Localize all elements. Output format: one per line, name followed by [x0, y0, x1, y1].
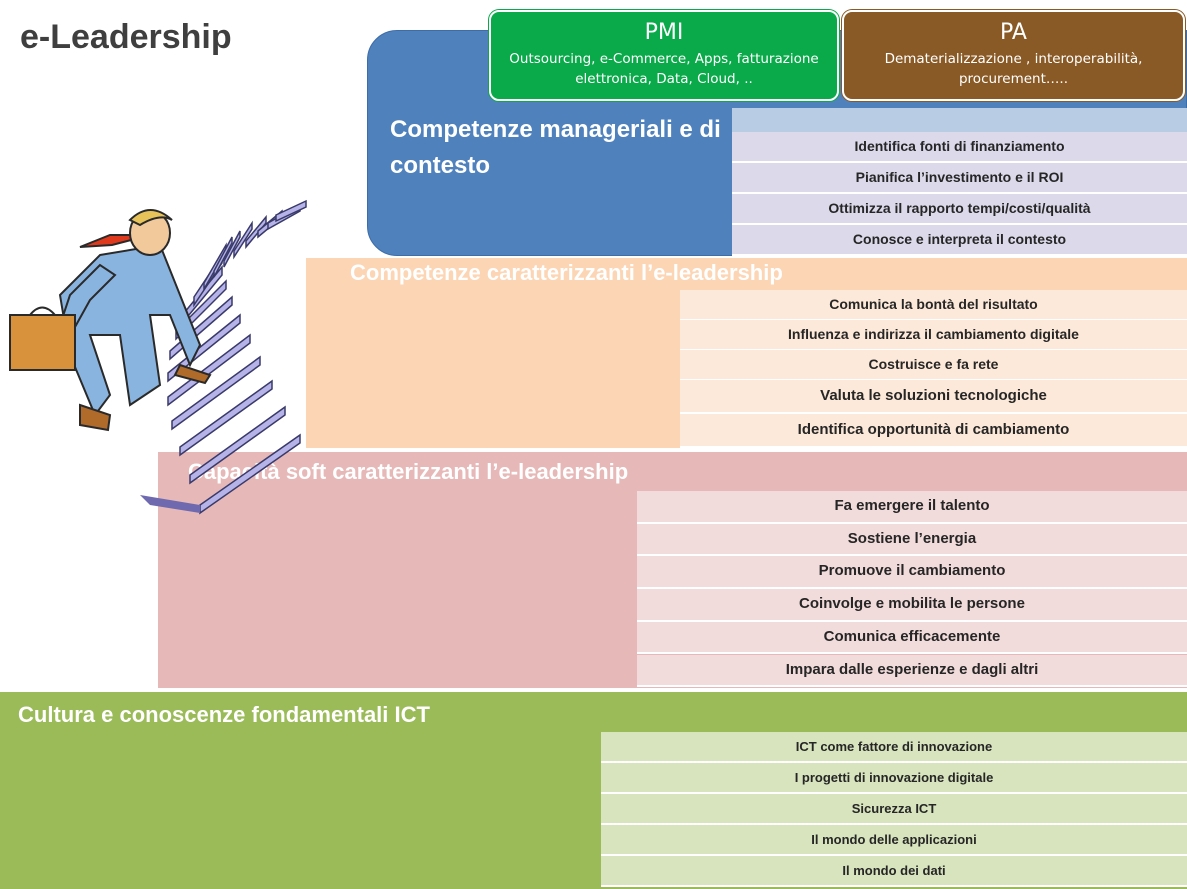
managerial-item: Pianifica l’investimento e il ROI: [732, 163, 1187, 194]
managerial-item: Identifica fonti di finanziamento: [732, 132, 1187, 163]
businessman-icon: [9, 209, 212, 432]
ict-item: I progetti di innovazione digitale: [601, 763, 1187, 794]
characterizing-title: Competenze caratterizzanti l’e-leadershi…: [350, 260, 783, 285]
ict-item: ICT come fattore di innovazione: [601, 732, 1187, 763]
characterizing-item: Comunica la bontà del risultato: [680, 290, 1187, 321]
managerial-item: Conosce e interpreta il contesto: [732, 225, 1187, 256]
soft-item: Sostiene l’energia: [637, 523, 1187, 557]
ict-item: Sicurezza ICT: [601, 794, 1187, 825]
managerial-title: Competenze manageriali e di contesto: [390, 116, 721, 179]
pa-heading: PA: [1000, 20, 1027, 45]
ict-item: Il mondo delle applicazioni: [601, 825, 1187, 856]
soft-item: Promuove il cambiamento: [637, 556, 1187, 590]
characterizing-item: Costruisce e fa rete: [680, 350, 1187, 381]
soft-item: Comunica efficacemente: [637, 621, 1187, 655]
pa-text: Dematerializzazione , interoperabilità, …: [884, 51, 1143, 87]
pa-box: PA Dematerializzazione , interoperabilit…: [842, 10, 1185, 101]
ict-item: Il mondo dei dati: [601, 856, 1187, 887]
ict-title: Cultura e conoscenze fondamentali ICT: [18, 702, 430, 727]
characterizing-item: Influenza e indirizza il cambiamento dig…: [680, 320, 1187, 351]
characterizing-item: Valuta le soluzioni tecnologiche: [680, 380, 1187, 414]
page-title: e-Leadership: [20, 18, 232, 56]
pmi-box: PMI Outsourcing, e-Commerce, Apps, fattu…: [489, 10, 839, 101]
soft-item: Coinvolge e mobilita le persone: [637, 589, 1187, 622]
managerial-item: Ottimizza il rapporto tempi/costi/qualit…: [732, 194, 1187, 225]
pmi-text: Outsourcing, e-Commerce, Apps, fatturazi…: [509, 51, 819, 87]
soft-item: Impara dalle esperienze e dagli altri: [637, 654, 1187, 688]
businessman-climbing-stairs-icon: [9, 199, 307, 515]
characterizing-item: Identifica opportunità di cambiamento: [680, 414, 1187, 448]
soft-item: Fa emergere il talento: [637, 491, 1187, 524]
managerial-header-strip: [732, 108, 1187, 132]
pmi-heading: PMI: [644, 20, 684, 45]
